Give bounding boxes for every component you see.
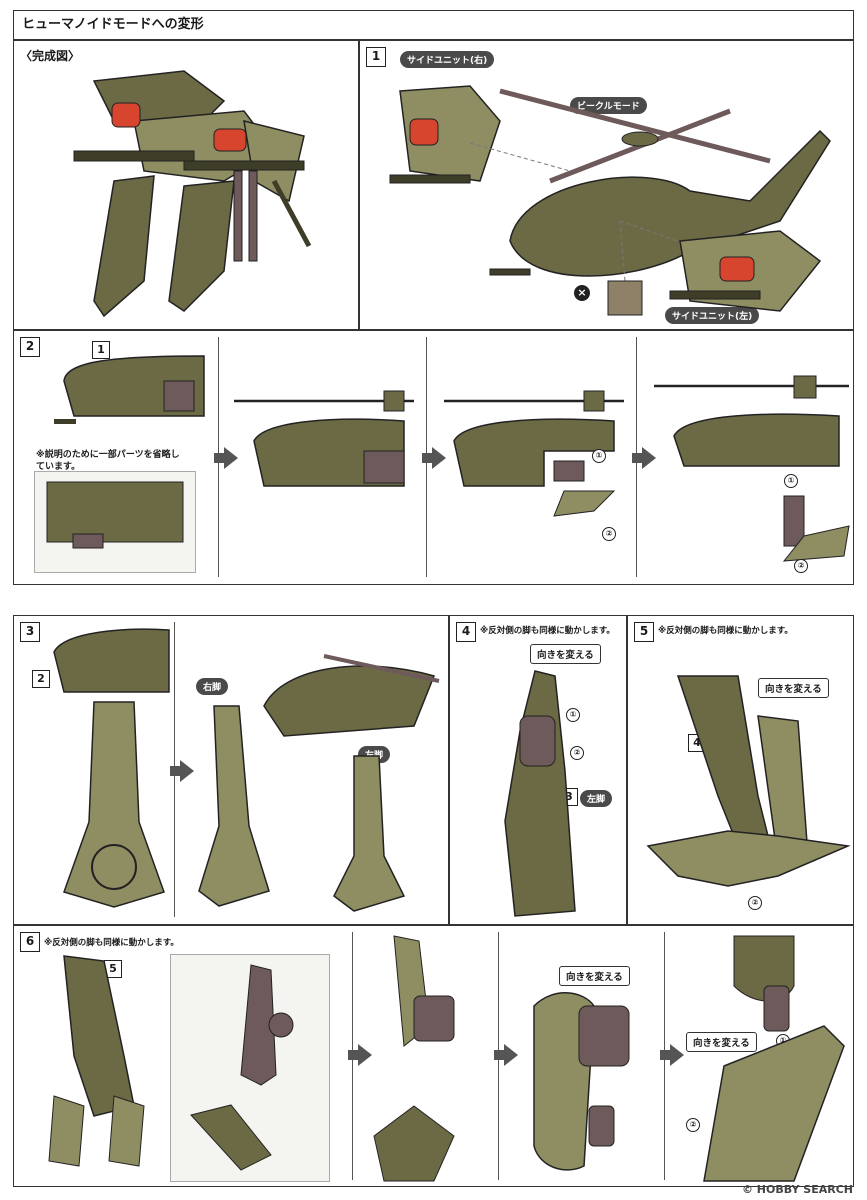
step-mark: ① xyxy=(592,449,606,463)
step-mark: ② xyxy=(794,559,808,573)
step6-illustration-a xyxy=(48,955,145,1167)
step3-panel: 3 2 右脚 左脚 xyxy=(13,615,449,925)
step5-panel: 5 ※反対側の脚も同様に動かします。 向きを変える 4 ① ② xyxy=(627,615,854,925)
next-arrow-icon xyxy=(632,447,656,469)
side-unit-left-label: サイドユニット(左) xyxy=(665,307,760,324)
step2-panel: 2 1 ※説明のために一部パーツを省略しています。 ① ② ① xyxy=(13,330,854,585)
step-number: 3 xyxy=(20,622,40,642)
vehicle-mode-label: ビークルモード xyxy=(570,97,647,114)
step2-illustration-a xyxy=(54,355,205,424)
side-unit-right-label: サイドユニット(右) xyxy=(400,51,495,68)
step2-illustration-b xyxy=(234,390,414,487)
step6-illustration-d xyxy=(703,935,845,1182)
next-arrow-icon xyxy=(422,447,446,469)
step-reference: 2 xyxy=(32,670,50,688)
step2-illustration-d xyxy=(654,375,850,562)
step-mark: ① xyxy=(784,474,798,488)
step6-panel: 6 ※反対側の脚も同様に動かします。 5 向きを変える 向きを変える ① ② ② xyxy=(13,925,854,1187)
next-arrow-icon xyxy=(660,1044,684,1066)
step6-illustration-c xyxy=(533,992,630,1171)
omission-note: ※説明のために一部パーツを省略しています。 xyxy=(36,450,180,472)
step1-panel: 1 サイドユニット(右) ビークルモード サイドユニット(左) × xyxy=(359,40,854,330)
page-title: ヒューマノイドモードへの変形 xyxy=(13,10,854,40)
step-mark: ② xyxy=(602,527,616,541)
step3-illustration-a xyxy=(53,628,170,908)
step-mark: ② xyxy=(748,896,762,910)
step-number: 5 xyxy=(634,622,654,642)
right-leg-label: 右脚 xyxy=(196,678,229,695)
completed-panel: 〈完成図〉 xyxy=(13,40,359,330)
step3-illustration-b xyxy=(198,654,440,912)
step4-illustration xyxy=(504,670,576,917)
next-arrow-icon xyxy=(494,1044,518,1066)
step-mark: ② xyxy=(686,1118,700,1132)
next-arrow-icon xyxy=(348,1044,372,1066)
step-number: 4 xyxy=(456,622,476,642)
remove-icon: × xyxy=(574,285,590,301)
detail-illustration xyxy=(46,481,184,549)
next-arrow-icon xyxy=(170,760,194,782)
step5-illustration xyxy=(646,675,851,887)
robot-completed-illustration xyxy=(73,70,312,318)
opposite-side-note: ※反対側の脚も同様に動かします。 xyxy=(44,938,179,948)
next-arrow-icon xyxy=(214,447,238,469)
step4-panel: 4 ※反対側の脚も同様に動かします。 向きを変える 3 左脚 ① ② xyxy=(449,615,627,925)
opposite-side-note: ※反対側の脚も同様に動かします。 xyxy=(658,626,793,636)
turn-callout: 向きを変える xyxy=(758,678,829,698)
step-number: 1 xyxy=(366,47,386,67)
detail-inset xyxy=(170,954,330,1182)
turn-callout: 向きを変える xyxy=(686,1032,757,1052)
step-mark: ① xyxy=(566,708,580,722)
step6-illustration-b xyxy=(373,935,455,1182)
step-number: 2 xyxy=(20,337,40,357)
turn-callout: 向きを変える xyxy=(559,966,630,986)
step-reference: 1 xyxy=(92,341,110,359)
turn-callout: 向きを変える xyxy=(530,644,601,664)
opposite-side-note: ※反対側の脚も同様に動かします。 xyxy=(480,626,615,636)
step2-illustration-c xyxy=(444,390,624,517)
watermark: © HOBBY SEARCH xyxy=(741,1183,853,1196)
completed-label: 〈完成図〉 xyxy=(20,49,81,63)
step-number: 6 xyxy=(20,932,40,952)
vehicle-mode-illustration xyxy=(389,85,831,316)
detail-illustration xyxy=(190,964,294,1171)
step-mark: ② xyxy=(570,746,584,760)
left-leg-label: 左脚 xyxy=(580,790,613,807)
detail-inset xyxy=(34,471,196,573)
